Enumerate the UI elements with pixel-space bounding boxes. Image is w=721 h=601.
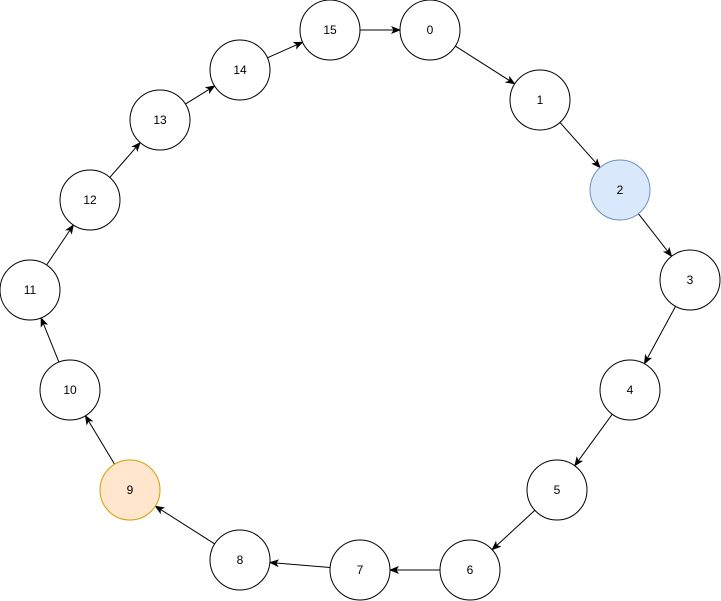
- edge-14-to-15: [267, 41, 304, 59]
- node-circle-4: [599, 359, 661, 421]
- node-circle-14: [209, 39, 271, 101]
- edge-7-to-8: [268, 559, 331, 568]
- edge-2-to-3: [638, 213, 673, 258]
- edge-4-to-5: [574, 413, 613, 467]
- node-circle-15: [299, 0, 361, 61]
- node-circle-6: [439, 539, 501, 601]
- node-0: 0: [399, 0, 461, 61]
- node-circle-13: [129, 89, 191, 151]
- node-10: 10: [39, 359, 101, 421]
- node-7: 7: [329, 539, 391, 601]
- edge-13-to-14: [185, 85, 216, 105]
- node-15: 15: [299, 0, 361, 61]
- node-label-11: 11: [24, 283, 37, 297]
- edge-12-to-13: [109, 141, 141, 178]
- node-circle-2: [589, 159, 651, 221]
- node-3: 3: [659, 249, 721, 311]
- node-13: 13: [129, 89, 191, 151]
- node-circle-7: [329, 539, 391, 601]
- node-label-15: 15: [323, 23, 337, 37]
- node-4: 4: [599, 359, 661, 421]
- node-label-2: 2: [617, 183, 624, 197]
- node-label-5: 5: [554, 483, 561, 497]
- node-label-8: 8: [237, 553, 244, 567]
- node-label-7: 7: [357, 563, 364, 577]
- edges-layer: [40, 26, 677, 574]
- node-label-13: 13: [153, 113, 167, 127]
- node-circle-11: [0, 259, 61, 321]
- edge-0-to-1: [455, 45, 516, 85]
- edge-9-to-10: [84, 414, 116, 465]
- node-label-4: 4: [627, 383, 634, 397]
- node-label-1: 1: [537, 93, 544, 107]
- edge-11-to-12: [46, 224, 74, 266]
- node-label-9: 9: [127, 483, 134, 497]
- node-2: 2: [589, 159, 651, 221]
- node-label-3: 3: [687, 273, 694, 287]
- node-circle-12: [59, 169, 121, 231]
- node-1: 1: [509, 69, 571, 131]
- node-circle-8: [209, 529, 271, 591]
- node-label-0: 0: [427, 23, 434, 37]
- edge-8-to-9: [154, 505, 215, 545]
- node-circle-9: [99, 459, 161, 521]
- edge-10-to-11: [40, 316, 60, 363]
- node-circle-10: [39, 359, 101, 421]
- edge-1-to-2: [559, 122, 601, 169]
- node-11: 11: [0, 259, 61, 321]
- edge-5-to-6: [491, 509, 536, 551]
- node-label-14: 14: [233, 63, 247, 77]
- node-14: 14: [209, 39, 271, 101]
- node-5: 5: [526, 459, 588, 521]
- node-label-6: 6: [467, 563, 474, 577]
- node-label-10: 10: [63, 383, 77, 397]
- node-12: 12: [59, 169, 121, 231]
- node-circle-3: [659, 249, 721, 311]
- node-label-12: 12: [83, 193, 97, 207]
- node-circle-0: [399, 0, 461, 61]
- edge-3-to-4: [643, 306, 677, 365]
- node-6: 6: [439, 539, 501, 601]
- node-circle-1: [509, 69, 571, 131]
- node-8: 8: [209, 529, 271, 591]
- node-circle-5: [526, 459, 588, 521]
- node-9: 9: [99, 459, 161, 521]
